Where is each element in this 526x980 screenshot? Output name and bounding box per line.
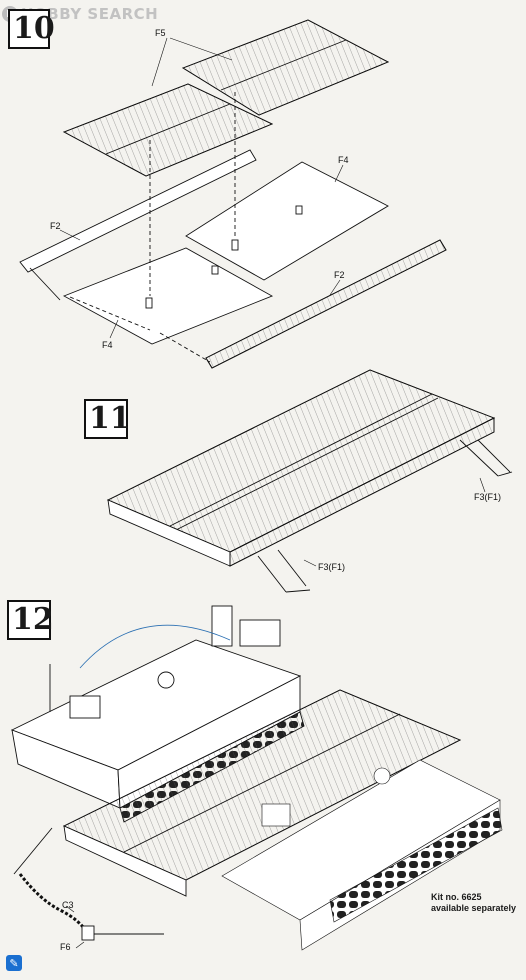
step11-bridge-assembled — [106, 369, 513, 593]
label-f6: F6 — [60, 942, 71, 952]
step12-vehicle-right — [221, 759, 503, 951]
detail-inset-c3-f6 — [13, 827, 164, 949]
step-number-10: 10 — [8, 9, 55, 49]
f2-rail-left — [19, 149, 257, 273]
f3-leg-lower — [257, 549, 311, 593]
kit-note-line1: Kit no. 6625 — [431, 892, 482, 902]
kit-note: Kit no. 6625 available separately — [431, 892, 523, 914]
step-number-11: 11 — [84, 399, 131, 439]
label-f4-top: F4 — [338, 155, 349, 165]
watermark-text: HOBBY SEARCH — [21, 5, 159, 23]
f3-leg-upper — [459, 439, 513, 477]
step12-bridge-on-vehicle — [62, 689, 462, 897]
label-f4-bottom: F4 — [102, 340, 113, 350]
label-f5: F5 — [155, 28, 166, 38]
f4-plate-upper — [185, 161, 389, 281]
label-f2-right: F2 — [334, 270, 345, 280]
step10-parts — [19, 19, 447, 369]
kit-note-line2: available separately — [431, 903, 517, 913]
f4-plate-lower — [62, 247, 274, 345]
track-right — [329, 807, 503, 923]
step-number-12: 12 — [7, 600, 54, 640]
pencil-icon[interactable]: ✎ — [6, 955, 22, 971]
label-f3-upper: F3(F1) — [474, 492, 501, 502]
label-c3: C3 — [62, 900, 74, 910]
label-f2-left: F2 — [50, 221, 61, 231]
label-f3-lower: F3(F1) — [318, 562, 345, 572]
